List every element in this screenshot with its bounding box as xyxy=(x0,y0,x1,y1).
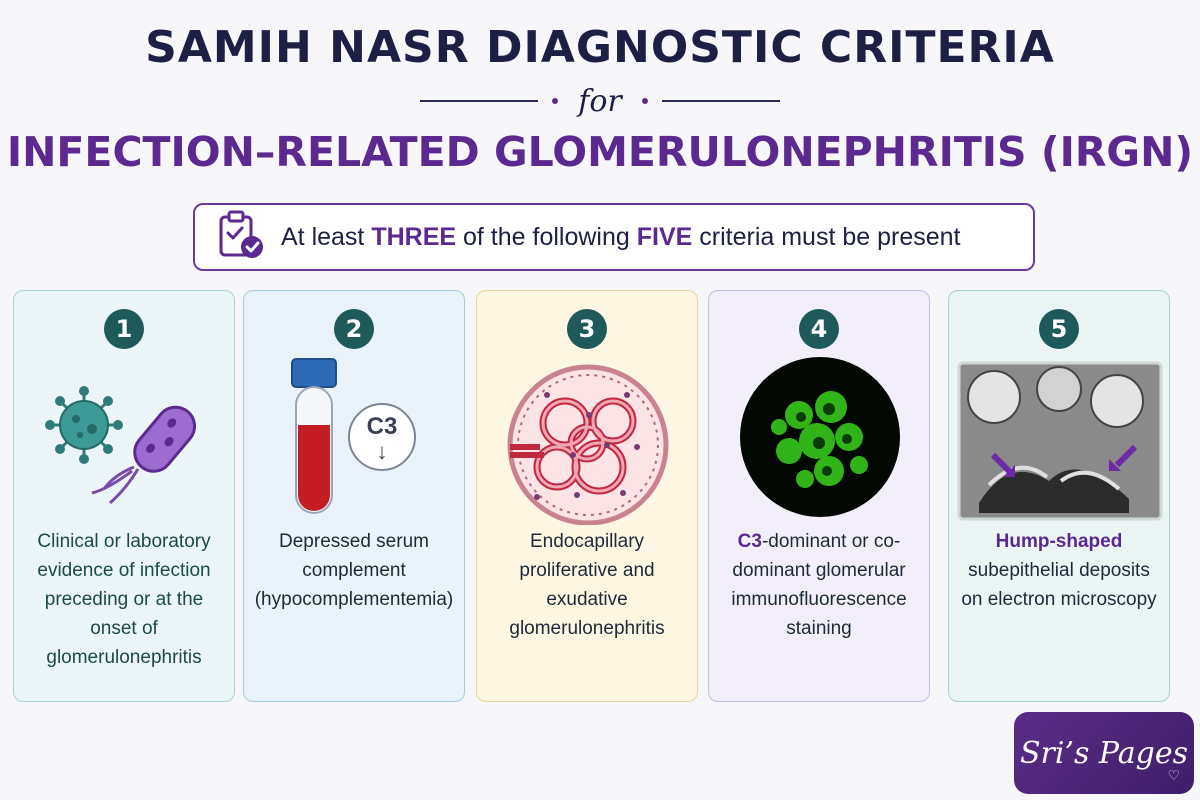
c3-highlight: C3 xyxy=(737,531,762,552)
rule-text: At least THREE of the following FIVE cri… xyxy=(281,222,961,251)
rule-banner: At least THREE of the following FIVE cri… xyxy=(193,203,1035,271)
criterion-text: Endocapillary proliferative and exudativ… xyxy=(509,531,665,639)
criterion-card-4: 4 C3-dominant or co-dominant glomerular … xyxy=(708,290,930,702)
criterion-number: 2 xyxy=(334,309,374,349)
page-title: SAMIH NASR DIAGNOSTIC CRITERIA xyxy=(145,22,1055,73)
connector-word: for xyxy=(578,83,622,119)
clipboard-check-icon xyxy=(217,209,265,266)
brand-logo: Sri’s Pages ♡ xyxy=(1014,712,1194,794)
criterion-card-3: 3 xyxy=(476,290,698,702)
criteria-cards: 1 xyxy=(0,290,1200,710)
criterion-number: 5 xyxy=(1039,309,1079,349)
divider-left xyxy=(420,100,539,102)
c3-badge: C3 ↓ xyxy=(348,403,416,471)
criterion-card-1: 1 xyxy=(13,290,235,702)
total-count: FIVE xyxy=(636,222,693,251)
criterion-card-2: 2 C3 ↓ Depressed serum complement (hypoc… xyxy=(243,290,465,702)
electron-micrograph-icon xyxy=(949,355,1171,525)
heart-icon: ♡ xyxy=(1167,767,1180,783)
brand-name: Sri’s Pages xyxy=(1019,735,1189,771)
pathogen-icon xyxy=(14,355,236,525)
criterion-number: 1 xyxy=(104,309,144,349)
page-subtitle: INFECTION–RELATED GLOMERULONEPHRITIS (IR… xyxy=(6,128,1194,176)
criterion-text: Depressed serum complement (hypocompleme… xyxy=(254,531,454,610)
criterion-number: 3 xyxy=(567,309,607,349)
arrow-down-icon: ↓ xyxy=(376,439,388,464)
required-count: THREE xyxy=(371,222,457,251)
title-connector: for xyxy=(0,83,1200,119)
criterion-number: 4 xyxy=(799,309,839,349)
divider-dot-right xyxy=(641,98,648,104)
glomerulus-icon xyxy=(477,355,699,526)
hump-highlight: Hump-shaped xyxy=(995,531,1123,552)
criterion-text: C3-dominant or co-dominant glomerular im… xyxy=(731,531,907,639)
immunofluorescence-icon xyxy=(709,355,931,525)
criterion-text: Clinical or laboratory evidence of infec… xyxy=(37,531,211,668)
blood-tube-icon xyxy=(244,355,466,525)
divider-right xyxy=(661,100,780,102)
divider-dot-left xyxy=(552,98,559,104)
